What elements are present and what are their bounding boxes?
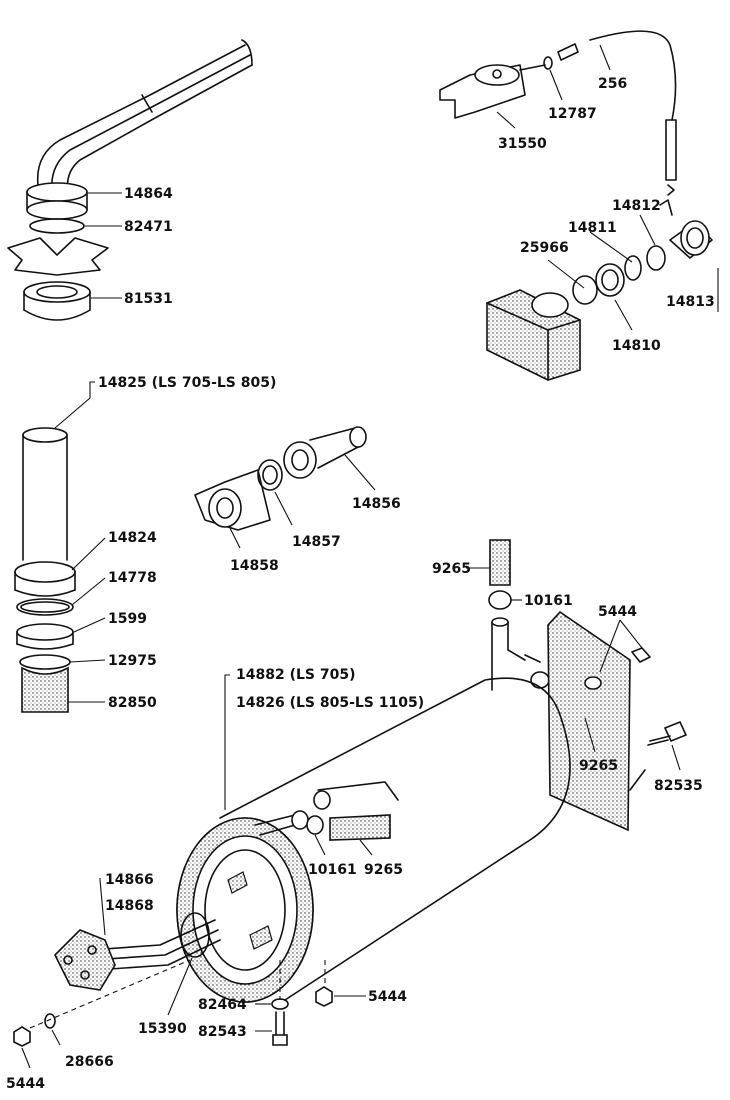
part-label-10161-top: 10161 — [524, 593, 573, 609]
leader-14824 — [71, 537, 106, 571]
part-label-5444-left: 5444 — [6, 1076, 45, 1092]
part-label-14825: 14825 (LS 705-LS 805) — [98, 375, 276, 391]
leader-15390 — [167, 957, 193, 1016]
part-label-14856: 14856 — [352, 496, 401, 512]
part-label-28666: 28666 — [65, 1054, 114, 1070]
leader-14856 — [344, 454, 376, 491]
tube-assembly — [14, 427, 76, 713]
part-label-14826: 14826 (LS 805-LS 1105) — [236, 695, 424, 711]
part-label-82471: 82471 — [124, 219, 173, 235]
part-label-14778: 14778 — [108, 570, 157, 586]
dashed-assembly-lines — [29, 959, 326, 1029]
nut-5444-left — [13, 1026, 31, 1047]
leader-1599 — [73, 617, 106, 633]
leader-14811 — [589, 231, 633, 263]
thermostat-block — [486, 220, 713, 381]
part-label-82535: 82535 — [654, 778, 703, 794]
leader-12975 — [69, 659, 106, 663]
leader-14857 — [274, 491, 293, 526]
part-label-14812: 14812 — [612, 198, 661, 214]
leader-14825 — [54, 381, 95, 429]
heating-element-top — [7, 39, 253, 321]
leader-31550 — [496, 111, 516, 129]
part-label-82464: 82464 — [198, 997, 247, 1013]
part-label-14866: 14866 — [105, 872, 154, 888]
lower-heating-element — [54, 912, 221, 991]
leader-14858 — [229, 527, 241, 549]
part-label-14882: 14882 (LS 705) — [236, 667, 355, 683]
mounting-bracket — [547, 610, 651, 832]
part-label-14857: 14857 — [292, 534, 341, 550]
leader-5444c — [21, 1047, 31, 1069]
part-label-12787: 12787 — [548, 106, 597, 122]
leader-5444a — [599, 619, 643, 673]
part-label-82850: 82850 — [108, 695, 157, 711]
part-label-9265-top: 9265 — [432, 561, 471, 577]
washer-82464 — [271, 998, 289, 1010]
part-label-25966: 25966 — [520, 240, 569, 256]
part-label-31550: 31550 — [498, 136, 547, 152]
leader-9265b — [584, 717, 596, 753]
leader-14882 — [224, 674, 230, 810]
part-label-10161-tank: 10161 — [308, 862, 357, 878]
nut-5444-bottom — [315, 986, 333, 1007]
part-label-14864: 14864 — [124, 186, 173, 202]
water-tank — [176, 677, 571, 1003]
part-label-14868: 14868 — [105, 898, 154, 914]
leader-28666 — [51, 1029, 61, 1046]
tank-side-pipe — [254, 781, 399, 841]
leader-14866 — [99, 878, 106, 936]
leader-10161b — [314, 834, 326, 856]
leader-12787 — [549, 69, 563, 101]
leader-14810 — [614, 299, 633, 331]
screw-82535 — [647, 720, 688, 746]
part-label-256: 256 — [598, 76, 627, 92]
part-label-15390: 15390 — [138, 1021, 187, 1037]
part-label-9265-right: 9265 — [579, 758, 618, 774]
leader-14778 — [71, 577, 106, 606]
leader-9265c — [359, 839, 373, 856]
part-label-12975: 12975 — [108, 653, 157, 669]
part-label-14858: 14858 — [230, 558, 279, 574]
part-label-14810: 14810 — [612, 338, 661, 354]
leader-82535 — [671, 744, 681, 771]
part-label-5444-bottom: 5444 — [368, 989, 407, 1005]
leader-14812 — [639, 214, 656, 246]
part-label-81531: 81531 — [124, 291, 173, 307]
thermostat-assembly — [439, 30, 677, 216]
part-label-9265-tank: 9265 — [364, 862, 403, 878]
leader-256 — [599, 44, 611, 71]
part-label-14824: 14824 — [108, 530, 157, 546]
part-label-14813: 14813 — [666, 294, 715, 310]
washer-28666 — [44, 1013, 56, 1029]
leader-25966 — [547, 259, 585, 289]
center-fitting — [194, 426, 367, 531]
screw-82543 — [272, 1011, 288, 1046]
part-label-14811: 14811 — [568, 220, 617, 236]
part-label-1599: 1599 — [108, 611, 147, 627]
part-label-82543: 82543 — [198, 1024, 247, 1040]
part-label-5444-top: 5444 — [598, 604, 637, 620]
